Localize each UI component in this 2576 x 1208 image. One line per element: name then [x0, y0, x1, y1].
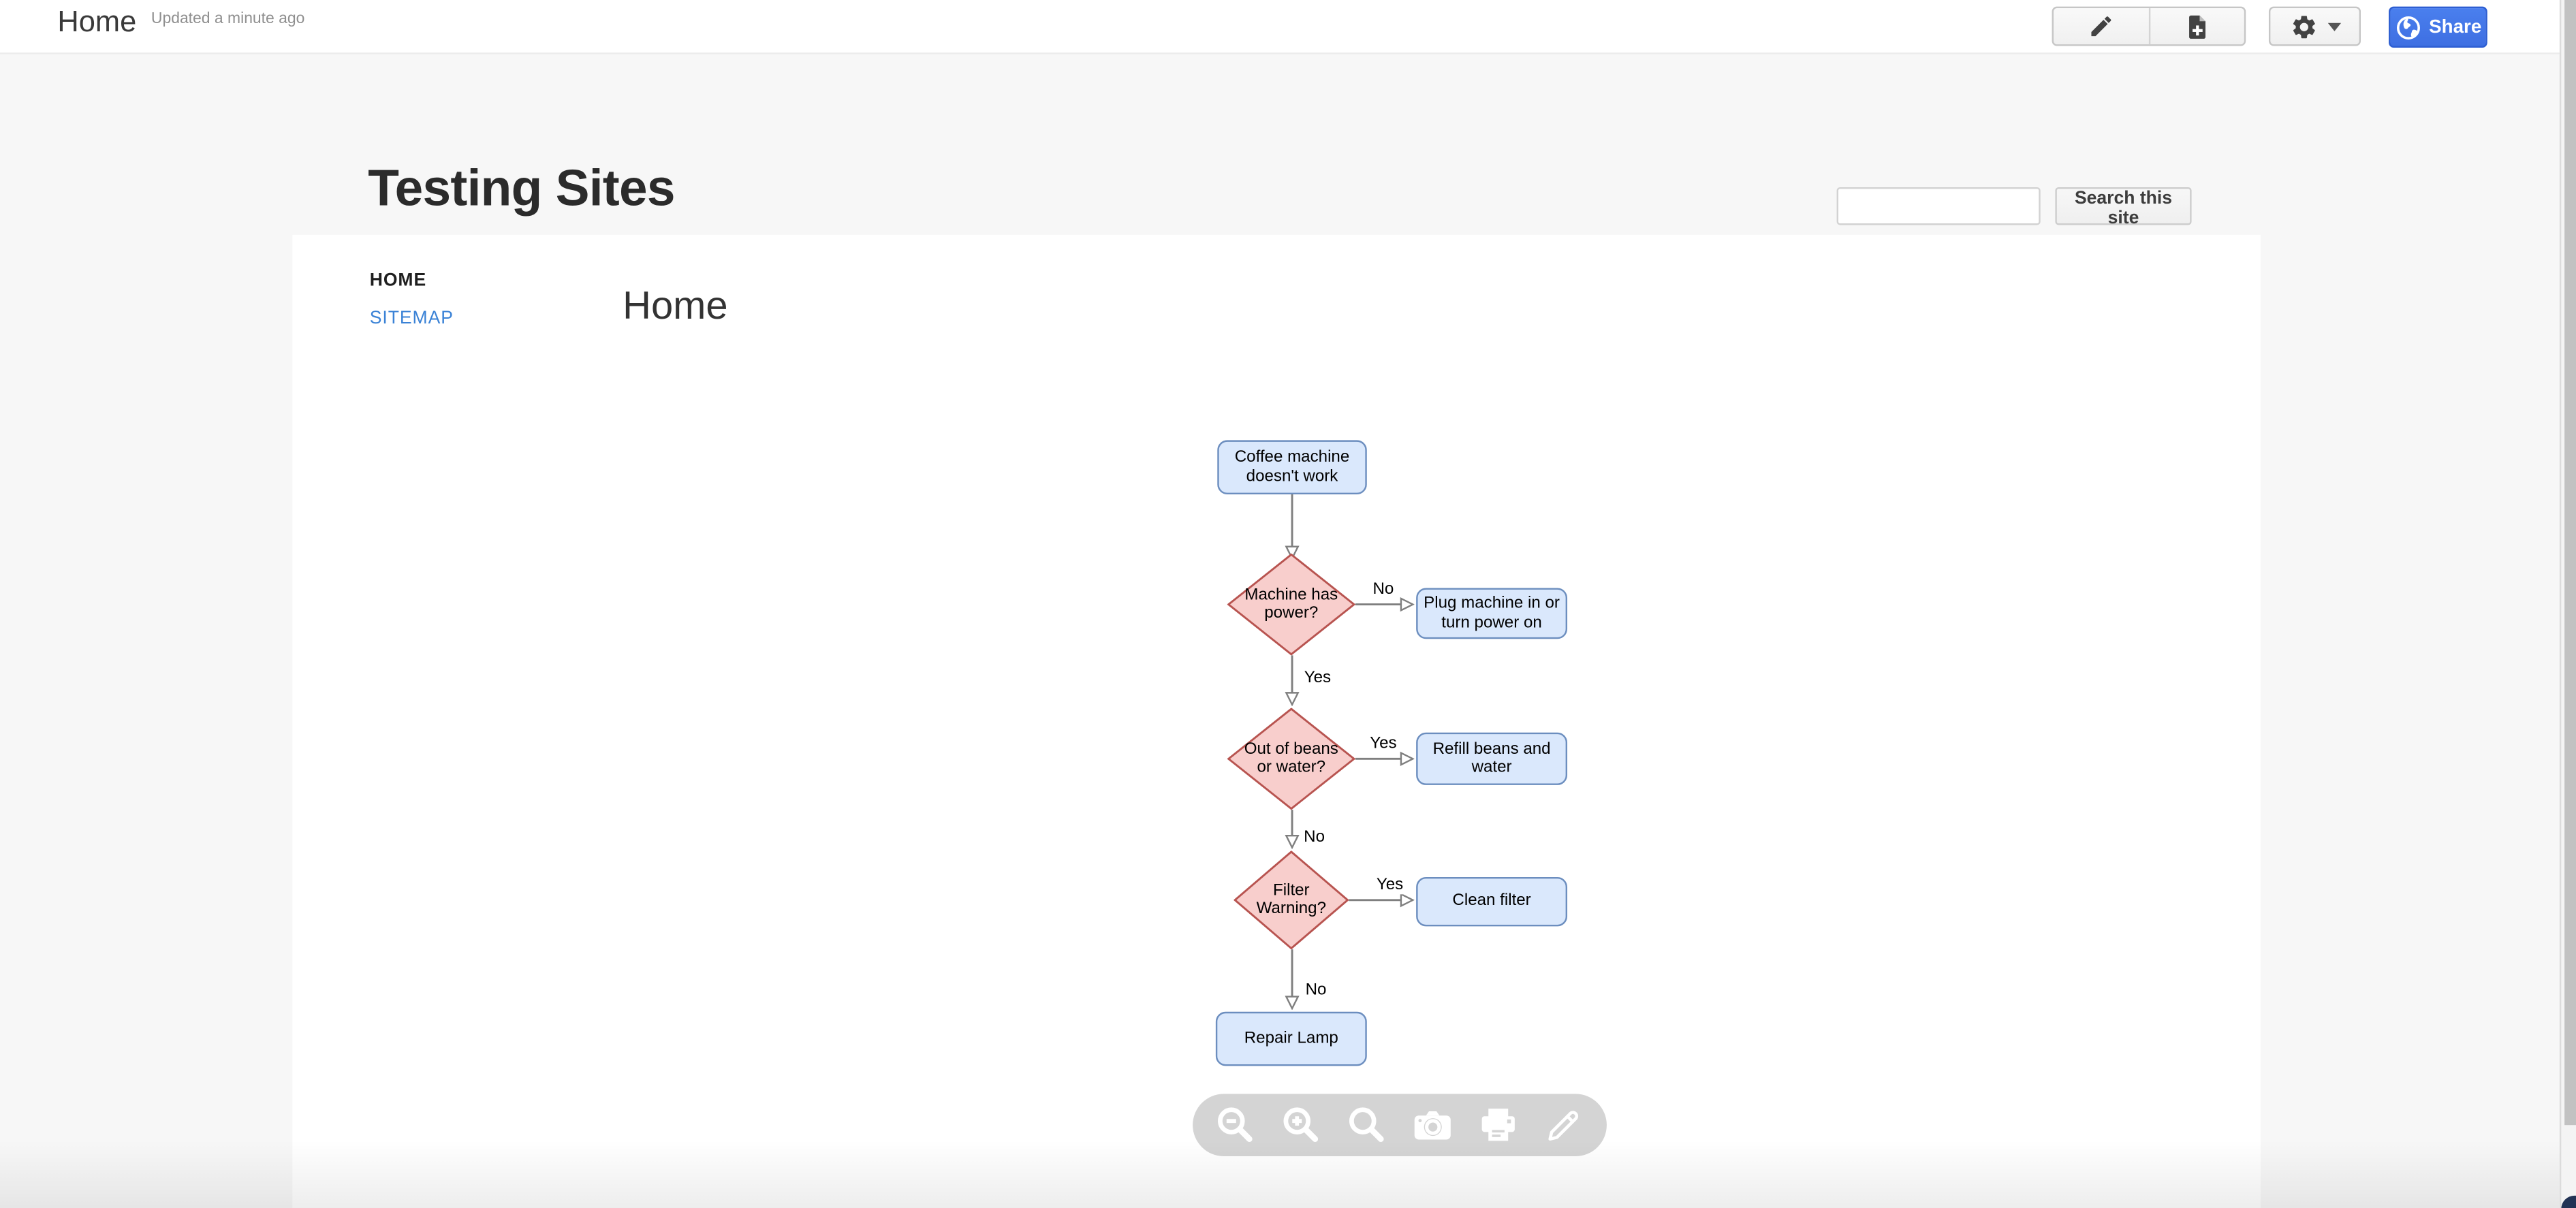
edge-label-yes: Yes — [1302, 669, 1333, 688]
flow-node-repair-lamp: Repair Lamp — [1215, 1011, 1367, 1066]
edge-label-yes: Yes — [1375, 876, 1405, 895]
page-actions-group — [2052, 6, 2246, 46]
page-title: Home — [57, 5, 137, 38]
pencil-icon — [2090, 16, 2111, 37]
zoom-out-button[interactable] — [1212, 1100, 1259, 1149]
search-site-button[interactable]: Search this site — [2055, 187, 2192, 228]
share-label: Share — [2429, 17, 2482, 37]
topbar: Home Updated a minute ago — [0, 0, 2576, 54]
zoom-fit-button[interactable] — [1344, 1100, 1390, 1149]
camera-icon — [1414, 1111, 1451, 1140]
site-title[interactable]: Testing Sites — [368, 159, 675, 217]
zoom-in-icon — [1283, 1107, 1319, 1143]
content-card: HOME SITEMAP Home — [292, 234, 2261, 1208]
diamond-shape — [1227, 708, 1355, 810]
flow-node-clean-filter: Clean filter — [1416, 877, 1568, 927]
last-updated-text: Updated a minute ago — [151, 10, 305, 29]
zoom-fit-icon — [1349, 1107, 1384, 1143]
flow-node-plug-machine: Plug machine in or turn power on — [1416, 588, 1568, 639]
flow-node-filter-warning: Filter Warning? — [1234, 851, 1349, 949]
edit-icon — [1548, 1111, 1579, 1141]
flow-node-refill-beans: Refill beans and water — [1416, 732, 1568, 785]
snapshot-button[interactable] — [1409, 1100, 1456, 1149]
edge-label-no: No — [1371, 580, 1396, 599]
diagram-viewer-toolbar — [1193, 1094, 1607, 1157]
share-button[interactable]: Share — [2389, 6, 2487, 48]
flow-node-machine-has-power: Machine has power? — [1227, 554, 1355, 656]
more-actions-button[interactable] — [2268, 6, 2361, 46]
topbar-actions: Share — [0, 0, 2576, 54]
new-page-icon — [2188, 14, 2205, 38]
edge-label-yes: Yes — [1368, 735, 1398, 753]
site-search-input[interactable] — [1836, 187, 2041, 225]
print-button[interactable] — [1475, 1100, 1522, 1149]
scrollbar-thumb[interactable] — [2563, 0, 2575, 1126]
diamond-shape — [1234, 851, 1349, 949]
vertical-scrollbar — [2559, 0, 2576, 1208]
zoom-in-button[interactable] — [1278, 1100, 1325, 1149]
flow-node-start: Coffee machine doesn't work — [1217, 440, 1367, 495]
edge-label-no: No — [1302, 828, 1327, 847]
diamond-shape — [1227, 554, 1355, 656]
edge-label-no: No — [1304, 981, 1328, 1000]
sidebar-item-sitemap[interactable]: SITEMAP — [369, 308, 454, 329]
sidebar-nav: HOME SITEMAP — [370, 271, 454, 328]
site-header: Testing Sites Search this site — [0, 54, 2576, 235]
sidebar-item-home[interactable]: HOME — [369, 270, 427, 291]
flow-node-out-of-beans: Out of beans or water? — [1227, 708, 1355, 810]
globe-icon — [2396, 15, 2419, 39]
gear-icon — [2292, 15, 2314, 37]
edit-page-button[interactable] — [2054, 8, 2148, 44]
new-page-button[interactable] — [2148, 8, 2244, 45]
flowchart: Coffee machine doesn't work Machine has … — [292, 235, 2261, 1208]
caret-down-icon — [2327, 22, 2340, 31]
zoom-out-icon — [1218, 1107, 1253, 1143]
page-heading: Home — [623, 284, 728, 329]
edit-diagram-button[interactable] — [1541, 1100, 1587, 1149]
print-icon — [1481, 1109, 1515, 1141]
